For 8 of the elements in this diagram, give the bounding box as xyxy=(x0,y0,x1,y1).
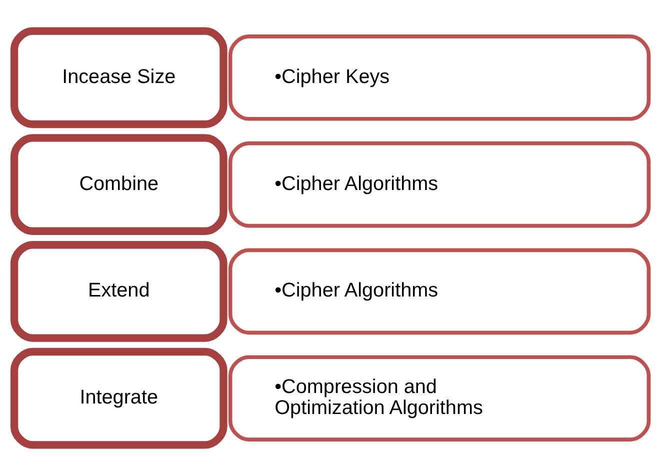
node-box: Integrate xyxy=(10,347,228,448)
node-box: •Compression and Optimization Algorithms xyxy=(228,354,651,441)
node-box: •Cipher Algorithms xyxy=(228,140,651,228)
node-box: Combine xyxy=(10,134,228,234)
node-box: Extend xyxy=(10,240,228,342)
node-box: •Cipher Keys xyxy=(228,34,651,120)
node-box: •Cipher Algorithms xyxy=(228,248,651,334)
node-box: Incease Size xyxy=(10,26,228,128)
